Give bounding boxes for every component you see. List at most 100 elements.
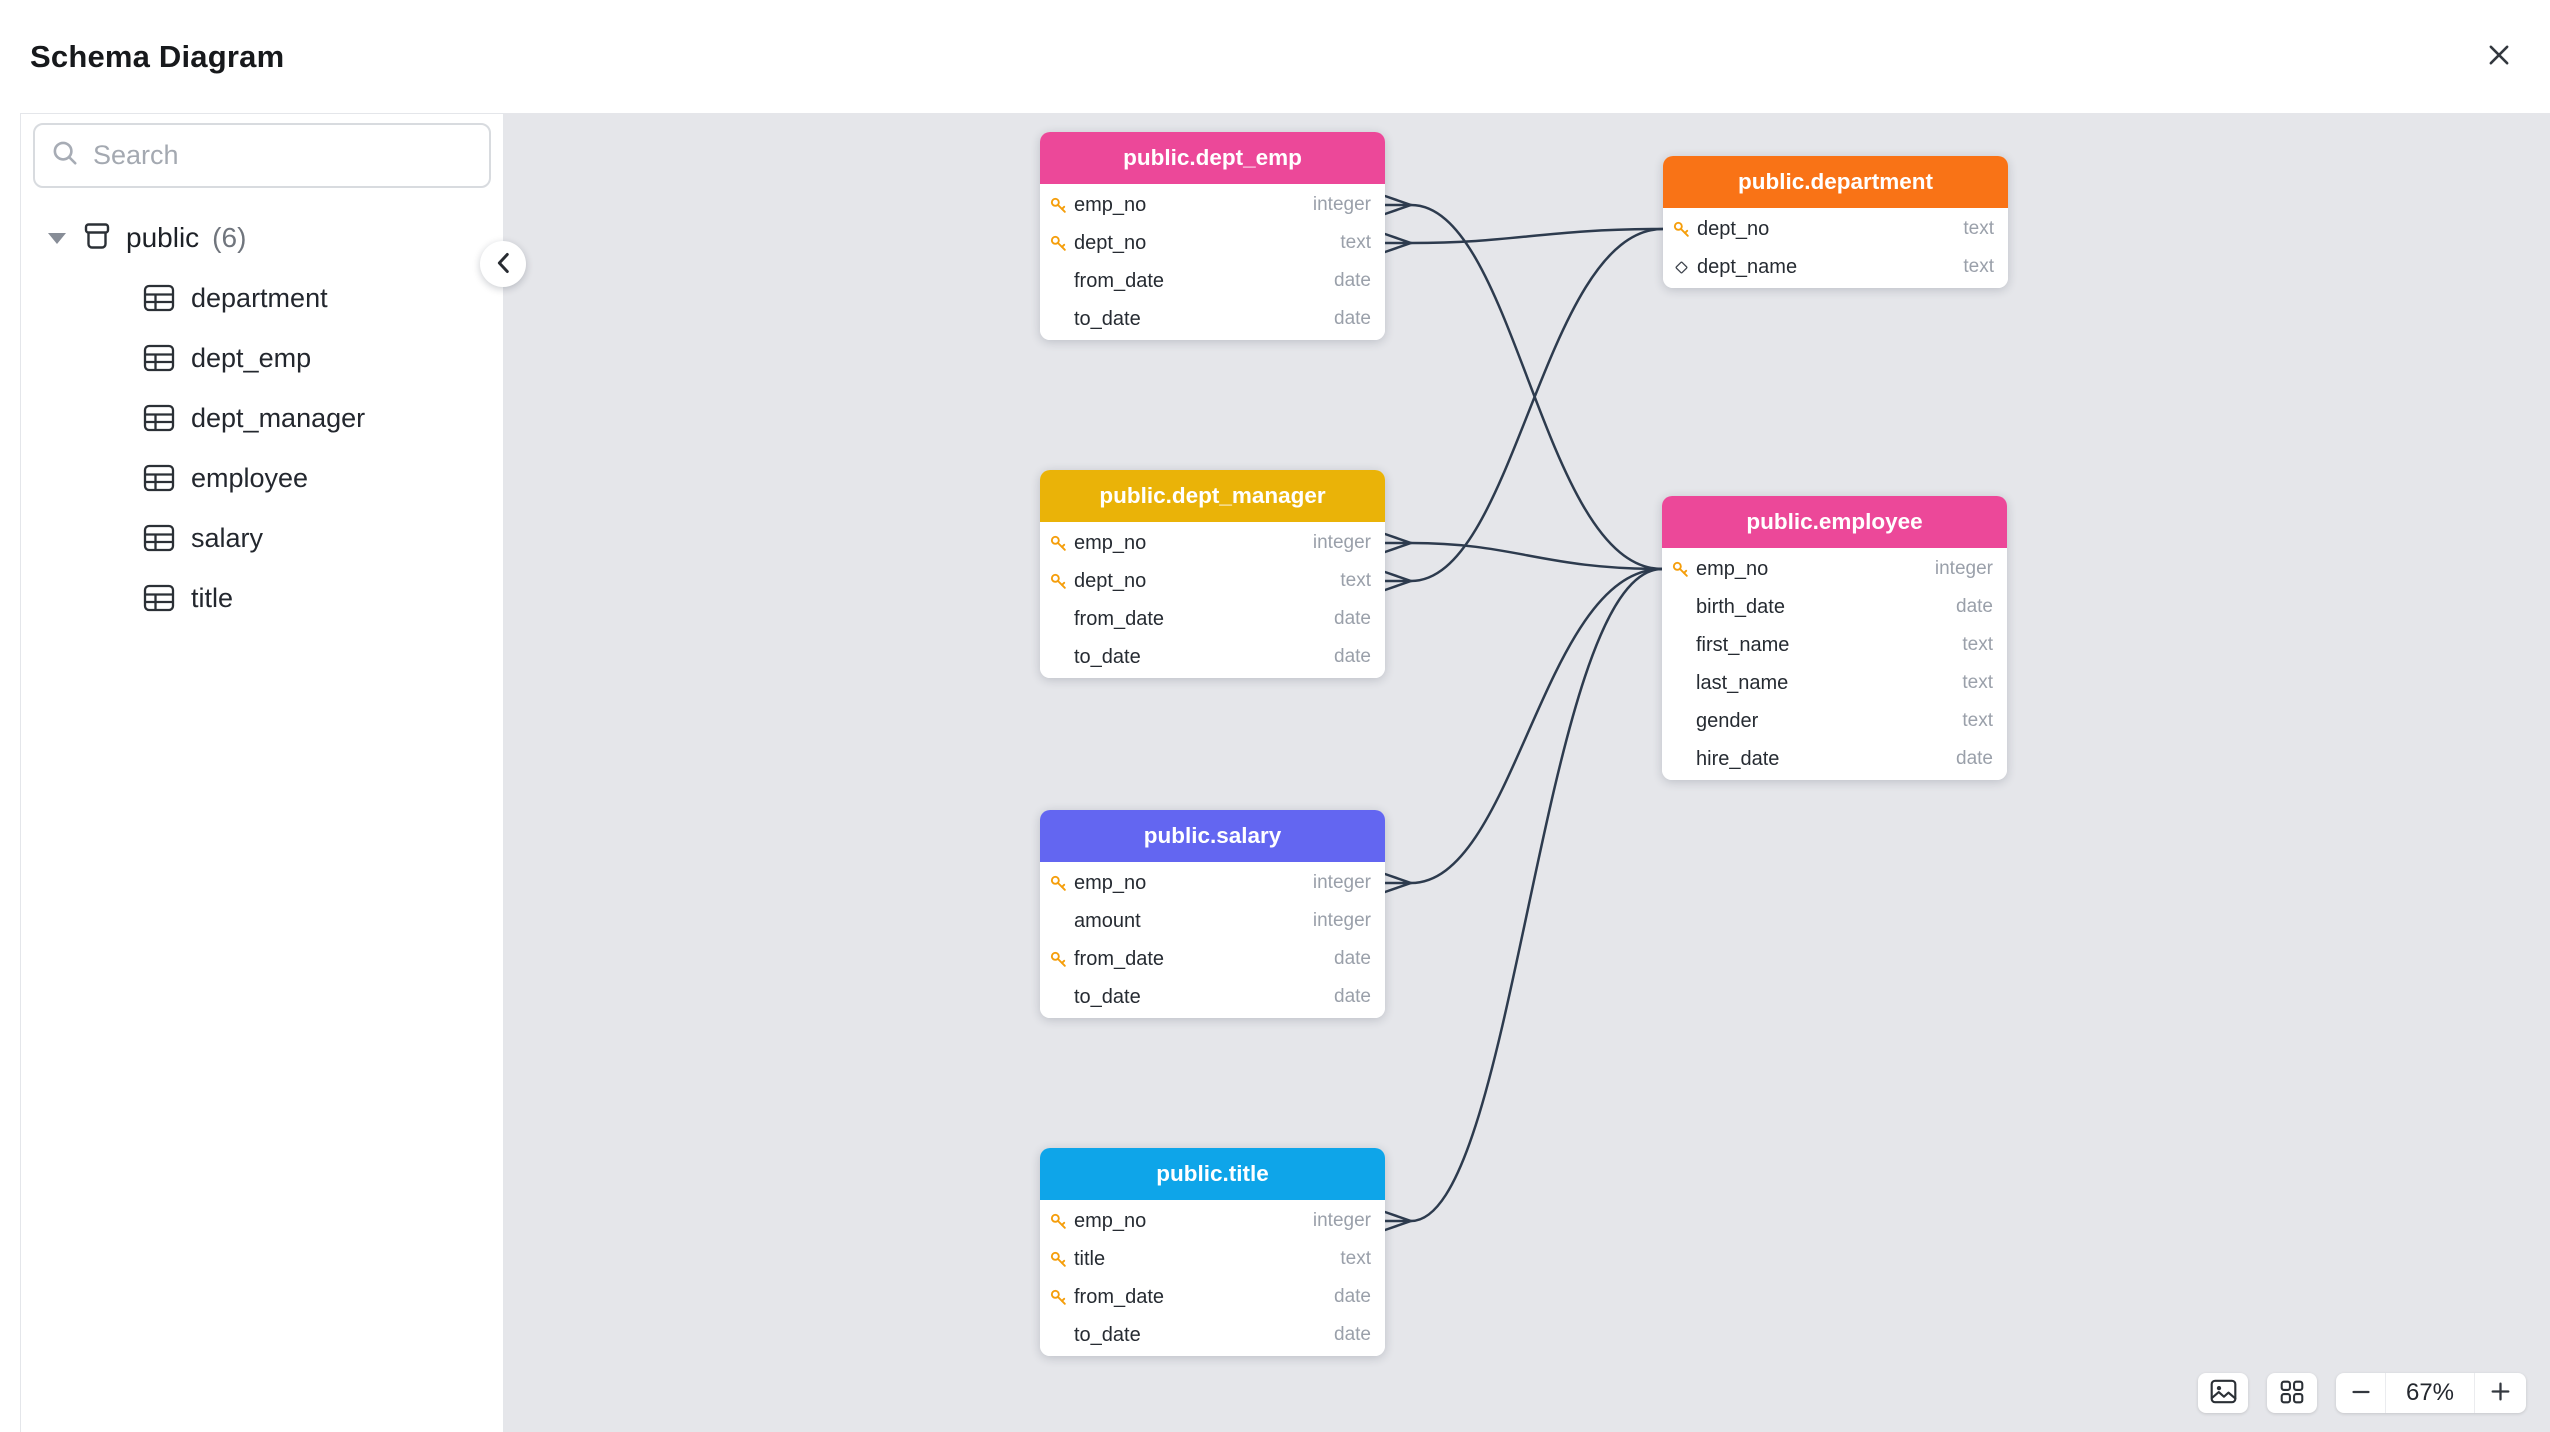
- column-icon: [1671, 674, 1690, 693]
- table-node-title[interactable]: public.title emp_no integer title text f…: [1040, 1148, 1385, 1356]
- key-icon: [1673, 221, 1689, 237]
- table-node-dept_manager[interactable]: public.dept_manager emp_no integer dept_…: [1040, 470, 1385, 678]
- column-type: text: [1962, 710, 1993, 731]
- column-name: from_date: [1074, 607, 1165, 630]
- table-column-row: to_date date: [1040, 300, 1385, 338]
- sidebar-table-label: dept_emp: [191, 342, 312, 373]
- column-type: date: [1334, 986, 1371, 1007]
- column-type: integer: [1312, 910, 1371, 931]
- table-node-department[interactable]: public.department dept_no text dept_name…: [1663, 156, 2008, 288]
- key-icon: [1049, 950, 1068, 969]
- sidebar-table-label: employee: [191, 462, 309, 493]
- table-node-title: public.salary: [1040, 810, 1385, 862]
- table-column-row: to_date date: [1040, 1316, 1385, 1354]
- table-node-columns: emp_no integer dept_no text from_date da…: [1040, 184, 1385, 340]
- key-icon: [1050, 535, 1066, 551]
- column-icon: [1049, 1326, 1068, 1345]
- search-icon: [50, 138, 80, 173]
- sidebar-item-salary[interactable]: salary: [143, 508, 503, 568]
- table-icon: [143, 284, 175, 312]
- table-node-title: public.dept_emp: [1040, 132, 1385, 184]
- table-column-row: from_date date: [1040, 262, 1385, 300]
- column-type: text: [1963, 256, 1994, 277]
- topbar: Schema Diagram: [0, 0, 2550, 113]
- table-column-row: last_name text: [1662, 664, 2007, 702]
- diagram-canvas[interactable]: 67% public.dept_emp emp_no integer dept_…: [503, 113, 2550, 1432]
- table-column-row: emp_no integer: [1040, 1202, 1385, 1240]
- table-column-row: emp_no integer: [1040, 186, 1385, 224]
- column-type: integer: [1312, 872, 1371, 893]
- table-column-row: dept_name text: [1663, 248, 2008, 286]
- column-name: dept_name: [1697, 255, 1798, 278]
- schema-table-count: (6): [212, 222, 247, 253]
- table-icon: [143, 344, 175, 372]
- export-image-button[interactable]: [2198, 1373, 2248, 1413]
- key-icon: [1050, 197, 1066, 213]
- zoom-in-button[interactable]: [2474, 1373, 2526, 1413]
- column-type: text: [1340, 232, 1371, 253]
- column-name: to_date: [1074, 645, 1141, 668]
- edge-salary-emp_no-to-employee-emp_no: [1409, 567, 1664, 885]
- zoom-controls: 67%: [2336, 1373, 2526, 1413]
- column-name: title: [1074, 1247, 1106, 1270]
- column-icon: [1049, 648, 1068, 667]
- database-icon: [81, 221, 113, 256]
- table-column-row: dept_no text: [1040, 224, 1385, 262]
- key-icon: [1050, 1289, 1066, 1305]
- table-column-row: to_date date: [1040, 978, 1385, 1016]
- plus-icon: [2488, 1379, 2513, 1407]
- column-type: integer: [1934, 558, 1993, 579]
- column-type: date: [1334, 1286, 1371, 1307]
- column-name: emp_no: [1074, 193, 1147, 216]
- key-icon: [1049, 1250, 1068, 1269]
- minus-icon: [2349, 1380, 2373, 1407]
- schema-tree: public (6) department dept_emp: [21, 188, 503, 628]
- schema-node-public[interactable]: public (6): [48, 212, 503, 264]
- table-node-dept_emp[interactable]: public.dept_emp emp_no integer dept_no t…: [1040, 132, 1385, 340]
- sidebar-item-dept_manager[interactable]: dept_manager: [143, 388, 503, 448]
- table-column-row: to_date date: [1040, 638, 1385, 676]
- table-column-row: title text: [1040, 1240, 1385, 1278]
- column-name: emp_no: [1074, 531, 1147, 554]
- edge-title-emp_no-to-employee-emp_no: [1409, 567, 1664, 1223]
- table-node-title: public.dept_manager: [1040, 470, 1385, 522]
- search-input[interactable]: [93, 140, 474, 171]
- column-type: date: [1334, 1324, 1371, 1345]
- close-icon: [2485, 41, 2513, 72]
- close-button[interactable]: [2476, 34, 2522, 80]
- sidebar-item-employee[interactable]: employee: [143, 448, 503, 508]
- key-icon: [1049, 572, 1068, 591]
- crows-foot-icon: [1383, 872, 1413, 894]
- crows-foot-icon: [1383, 532, 1413, 554]
- page-title: Schema Diagram: [30, 38, 285, 74]
- sidebar-item-title[interactable]: title: [143, 568, 503, 628]
- column-name: from_date: [1074, 269, 1165, 292]
- crows-foot-icon: [1383, 232, 1413, 254]
- table-icon: [143, 524, 175, 552]
- column-name: dept_no: [1074, 569, 1147, 592]
- sidebar-collapse-button[interactable]: [480, 241, 526, 287]
- key-icon: [1050, 875, 1066, 891]
- column-name: last_name: [1696, 671, 1789, 694]
- chevron-down-icon: [48, 232, 66, 244]
- table-icon: [143, 464, 175, 492]
- column-name: to_date: [1074, 307, 1141, 330]
- table-node-salary[interactable]: public.salary emp_no integer amount inte…: [1040, 810, 1385, 1018]
- sidebar-item-department[interactable]: department: [143, 268, 503, 328]
- column-type: text: [1962, 672, 1993, 693]
- table-column-row: from_date date: [1040, 940, 1385, 978]
- sidebar-item-dept_emp[interactable]: dept_emp: [143, 328, 503, 388]
- key-icon: [1672, 220, 1691, 239]
- table-node-columns: dept_no text dept_name text: [1663, 208, 2008, 288]
- zoom-out-button[interactable]: [2336, 1373, 2386, 1413]
- key-icon: [1050, 235, 1066, 251]
- key-icon: [1050, 1251, 1066, 1267]
- column-icon: [1049, 610, 1068, 629]
- edge-dept_emp-dept_no-to-department-dept_no: [1409, 227, 1665, 245]
- key-icon: [1049, 1212, 1068, 1231]
- column-type: text: [1340, 570, 1371, 591]
- table-node-employee[interactable]: public.employee emp_no integer birth_dat…: [1662, 496, 2007, 780]
- auto-layout-button[interactable]: [2267, 1373, 2317, 1413]
- image-icon: [2210, 1379, 2237, 1407]
- column-name: emp_no: [1696, 557, 1769, 580]
